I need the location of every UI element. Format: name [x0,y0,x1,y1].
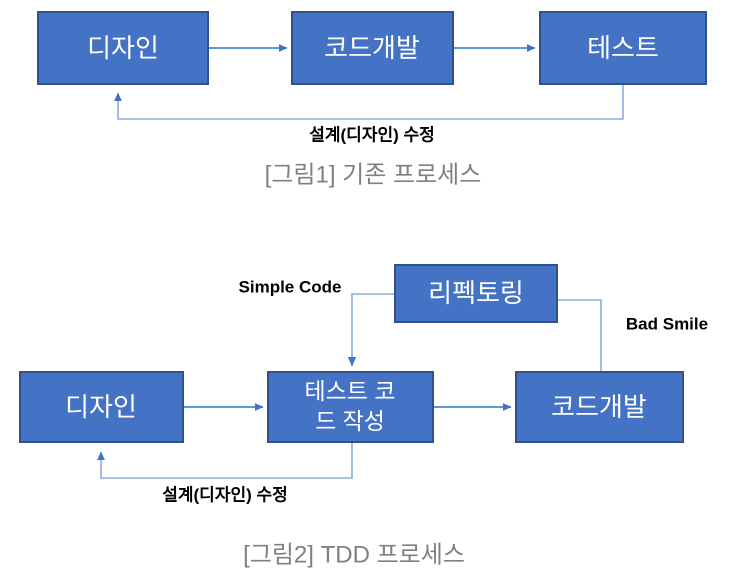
box-design-figure2[interactable]: 디자인 [19,371,184,443]
box-design-figure1-label: 디자인 [87,33,159,63]
caption-figure1: [그림1] 기존 프로세스 [265,161,482,188]
edge-test-to-design [114,84,624,120]
edge-label-bad-smile: Bad Smile [626,314,708,333]
figure-2-group: 디자인 테스트 코 드 작성 코드개발 리펙토링 Simple Code Bad… [19,264,708,568]
box-test-figure1[interactable]: 테스트 [539,11,707,85]
edge-label-feedback-figure2: 설계(디자인) 수정 [162,485,288,504]
edge-refactor-to-testcode [347,293,395,367]
box-test-figure1-label: 테스트 [587,33,659,63]
box-test-code-figure2-label-line1: 테스트 코 [304,378,395,404]
box-code-dev-figure2-label: 코드개발 [551,392,647,422]
edge-testcode-to-design [97,442,353,479]
caption-figure2: [그림2] TDD 프로세스 [243,541,465,568]
box-design-figure1[interactable]: 디자인 [37,11,209,85]
edge-codedev-to-refactor [557,299,602,372]
box-test-code-figure2-label-line2: 드 작성 [315,408,385,434]
edge-label-feedback-figure1: 설계(디자인) 수정 [309,125,435,144]
box-code-figure1-label: 코드개발 [324,33,420,63]
box-code-figure1[interactable]: 코드개발 [291,11,454,85]
edge-label-simple-code: Simple Code [239,277,342,296]
box-test-code-figure2[interactable]: 테스트 코 드 작성 [267,371,434,443]
box-code-dev-figure2[interactable]: 코드개발 [515,371,684,443]
box-design-figure2-label: 디자인 [65,392,137,422]
box-refactoring-figure2[interactable]: 리펙토링 [394,264,558,323]
box-refactoring-figure2-label: 리펙토링 [428,278,524,308]
figure-1-group: 디자인 코드개발 테스트 설계(디자인) 수정 [그림1] 기존 프로세스 [37,11,707,188]
